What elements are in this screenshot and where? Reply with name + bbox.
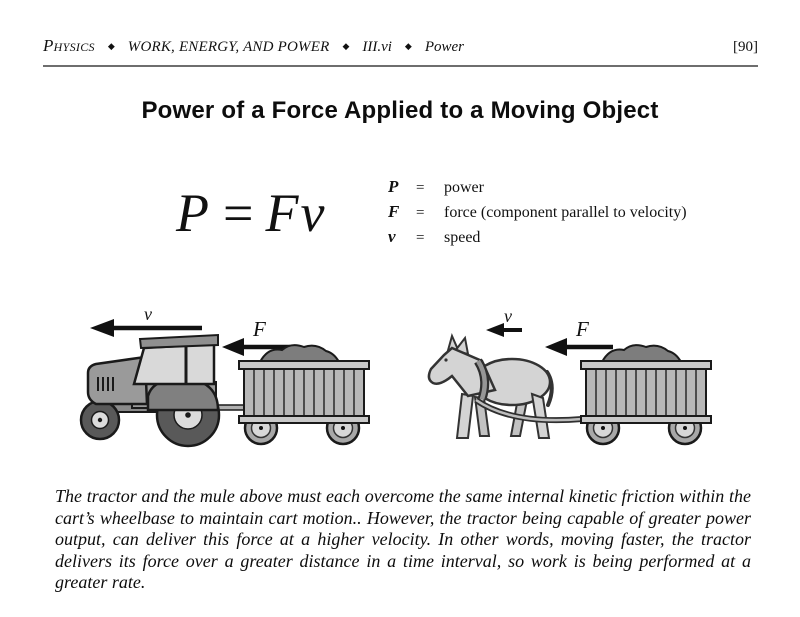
tractor (79, 333, 247, 448)
breadcrumb: Physics ◆ WORK, ENERGY, AND POWER ◆ III.… (43, 36, 464, 56)
equation-lhs: P (176, 183, 211, 243)
course-label: Physics (43, 36, 95, 55)
legend-description: force (component parallel to velocity) (444, 204, 687, 221)
diamond-separator-icon: ◆ (342, 41, 350, 51)
legend-symbol: P (388, 177, 399, 196)
power-equation: P=Fv (176, 186, 326, 240)
legend-equals: = (416, 180, 425, 196)
mule-force-label: F (575, 317, 589, 341)
legend-description: speed (444, 229, 481, 246)
legend-equals: = (416, 205, 425, 221)
mule-cart (579, 343, 713, 446)
page-header: Physics ◆ WORK, ENERGY, AND POWER ◆ III.… (43, 36, 758, 67)
mule-force-arrow: F (545, 317, 613, 356)
diamond-separator-icon: ◆ (404, 41, 412, 51)
section-label: III.vi (362, 39, 392, 55)
mule-scene: v F (427, 306, 713, 446)
tractor-velocity-label: v (144, 304, 152, 324)
legend-symbol: F (388, 202, 400, 221)
tractor-cab (132, 333, 219, 386)
topic-label: Power (424, 39, 465, 55)
mule (427, 333, 583, 439)
caption-paragraph: The tractor and the mule above must each… (55, 486, 751, 592)
mule-velocity-label: v (504, 306, 512, 326)
tractor-hood (86, 355, 149, 406)
legend-equals: = (416, 230, 425, 246)
equation-equals: = (223, 183, 254, 243)
mule-velocity-arrow: v (486, 306, 522, 337)
page-number: [90] (733, 39, 758, 55)
legend-description: power (444, 179, 484, 196)
unit-label: WORK, ENERGY, AND POWER (127, 39, 330, 55)
legend-symbol: v (388, 227, 396, 246)
tractor-velocity-arrow: v (90, 304, 202, 337)
tractor-force-arrow: F (222, 317, 290, 356)
tractor-force-label: F (252, 317, 266, 341)
diamond-separator-icon: ◆ (107, 41, 115, 51)
page-title: Power of a Force Applied to a Moving Obj… (141, 97, 659, 124)
symbol-legend: P = power F = force (component parallel … (388, 177, 687, 247)
tractor-cart (237, 343, 371, 446)
illustration: v F (79, 304, 713, 448)
tractor-scene: v F (79, 304, 371, 448)
tractor-front-wheel (79, 399, 121, 441)
equation-rhs: Fv (265, 183, 327, 243)
tractor-grille (97, 377, 114, 391)
